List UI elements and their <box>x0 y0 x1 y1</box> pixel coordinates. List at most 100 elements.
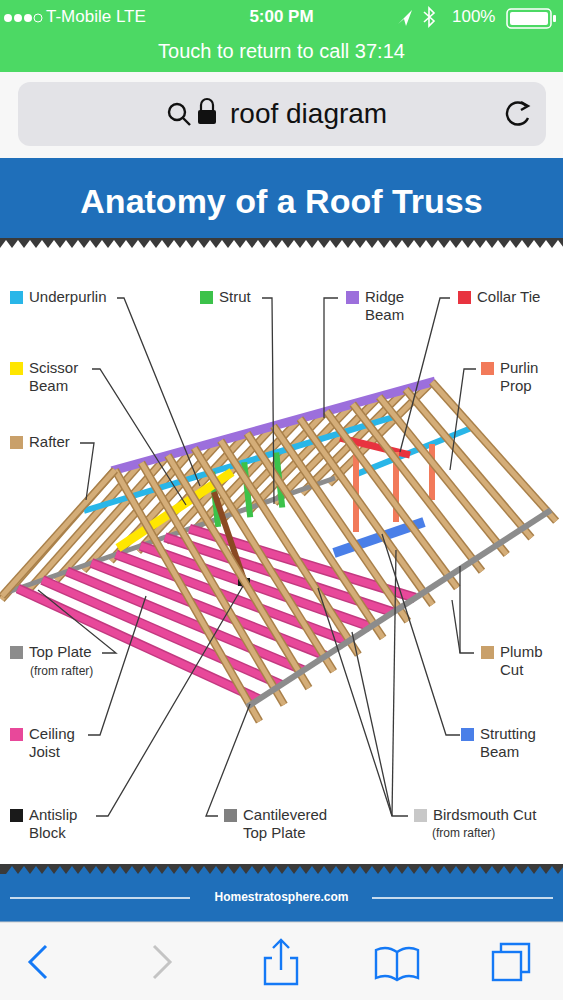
lock-icon <box>198 110 216 124</box>
footer-rule <box>10 897 190 899</box>
rafter <box>2 470 115 596</box>
rafter <box>406 389 532 537</box>
legend-text: Strutting Beam <box>480 725 558 761</box>
legend-swatch <box>481 646 494 659</box>
share-icon <box>265 940 297 984</box>
legend-swatch <box>10 362 23 375</box>
address-field <box>18 82 546 146</box>
share-icon <box>280 940 282 970</box>
rafter <box>353 404 482 571</box>
leader-line <box>262 298 274 504</box>
zigzag-border <box>0 238 563 248</box>
legend-swatch <box>10 646 23 659</box>
leader-line <box>38 298 476 816</box>
footer-band <box>0 874 563 922</box>
signal-icon <box>14 14 22 22</box>
search-icon <box>169 104 185 120</box>
header-band <box>0 158 563 240</box>
legend-swatch <box>10 436 23 449</box>
leader-line <box>92 369 186 505</box>
lock-icon <box>201 99 213 110</box>
leader-line <box>352 632 392 816</box>
sub-label: (from rafter) <box>432 826 495 840</box>
rafter <box>300 419 433 605</box>
reload-icon <box>521 102 528 110</box>
legend-text: Top Plate <box>29 643 92 661</box>
battery-icon <box>507 9 551 28</box>
carrier-text: T-Mobile LTE <box>46 7 146 27</box>
battery-icon <box>510 12 548 25</box>
legend-text: Antislip Block <box>29 806 97 842</box>
rafter <box>300 419 433 605</box>
leader-line <box>450 369 476 470</box>
legend-swatch <box>346 291 359 304</box>
battery-text: 100% <box>452 7 495 27</box>
signal-icon <box>4 14 12 22</box>
rafter <box>406 389 532 537</box>
legend-text: Underpurlin <box>29 288 107 306</box>
lock-icon <box>198 99 216 124</box>
tabs-icon <box>501 944 529 972</box>
status-bar <box>0 0 563 72</box>
roof-frame <box>2 381 557 721</box>
footer-rule <box>372 897 553 899</box>
toolbar-rule <box>0 922 563 923</box>
rafter <box>326 411 457 588</box>
location-icon <box>398 10 412 26</box>
legend-swatch <box>10 728 23 741</box>
leader-line <box>117 298 200 486</box>
leader-line <box>392 550 396 816</box>
legend-swatch <box>200 291 213 304</box>
legend-text: Rafter <box>29 433 70 451</box>
battery-icon <box>553 15 556 22</box>
reload-icon <box>507 103 528 125</box>
legend-text: Birdsmouth Cut <box>433 806 536 824</box>
legend-swatch <box>224 809 237 822</box>
bookmarks-icon <box>376 948 418 980</box>
share-icon <box>273 940 289 948</box>
bookmarks-icon <box>396 952 398 980</box>
legend-swatch <box>10 809 23 822</box>
leader-line <box>88 596 146 735</box>
search-icon <box>169 104 190 125</box>
legend-text: Strut <box>219 288 251 306</box>
legend-text: Ceiling Joist <box>29 725 87 761</box>
watermark: Homestratosphere.com <box>0 890 563 904</box>
rafter <box>326 411 457 588</box>
browser-bar <box>0 72 563 158</box>
sub-label: (from rafter) <box>30 664 93 678</box>
legend-swatch <box>481 362 494 375</box>
leader-line <box>96 586 243 816</box>
rafter <box>432 382 556 521</box>
leader-line <box>324 298 338 418</box>
tabs-icon <box>493 944 529 980</box>
bookmarks-icon <box>376 948 418 980</box>
search-icon <box>183 118 190 125</box>
url-text: roof diagram <box>230 98 387 130</box>
zigzag-border <box>0 864 563 874</box>
leader-line <box>80 443 94 500</box>
rafter <box>353 404 482 571</box>
legend-text: Cantilevered Top Plate <box>243 806 343 842</box>
legend-swatch <box>458 291 471 304</box>
purlin-prop <box>429 444 435 500</box>
rafter <box>379 397 507 555</box>
forward-icon <box>154 946 170 978</box>
leader-line <box>400 298 450 452</box>
legend-text: Collar Tie <box>477 288 540 306</box>
signal-icon <box>34 14 42 22</box>
title: Anatomy of a Roof Truss <box>0 182 563 221</box>
legend-text: Ridge Beam <box>365 288 420 324</box>
battery-icon <box>507 9 556 28</box>
rafter <box>2 470 115 596</box>
zigzag-border <box>0 866 563 874</box>
leader-line <box>452 600 460 653</box>
legend-swatch <box>10 291 23 304</box>
tabs-icon <box>493 952 521 980</box>
legend-swatch <box>414 809 427 822</box>
back-icon <box>30 946 46 978</box>
rafter <box>379 397 507 555</box>
call-banner: Touch to return to call 37:14 <box>0 40 563 63</box>
legend-text: Scissor Beam <box>29 359 91 395</box>
